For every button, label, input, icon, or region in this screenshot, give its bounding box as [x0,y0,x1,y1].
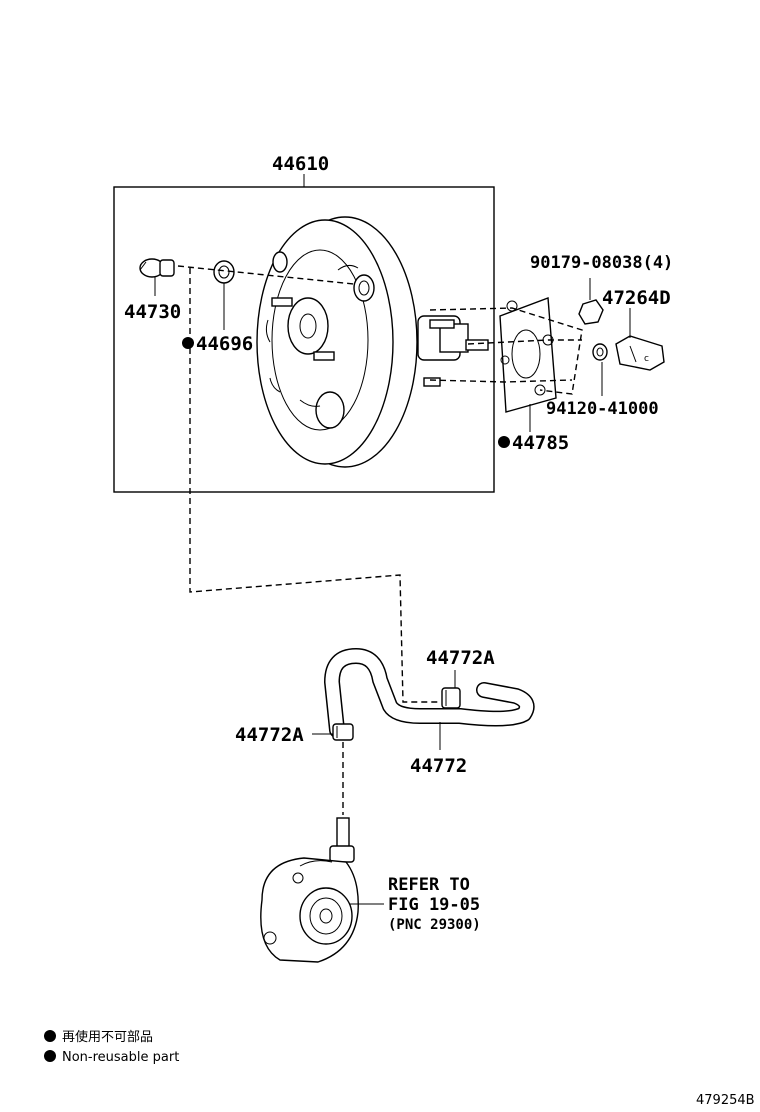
part-label-clip-nut[interactable]: 94120-41000 [546,399,659,419]
legend-english: Non-reusable part [62,1050,179,1065]
alignment-dashed-gasket-3 [429,379,573,383]
reference-line-1: REFER TO [388,875,470,895]
vacuum-pump-part [260,817,359,963]
part-label-booster-assembly[interactable]: 44610 [272,153,329,175]
check-valve-part [139,258,175,278]
non-reusable-marker-grommet [182,337,194,349]
part-label-gasket[interactable]: 44785 [512,432,569,454]
nut-part [578,299,604,325]
figure-id: 479254B [696,1093,755,1108]
filled-circle-icon [44,1050,56,1062]
clip-bracket-part: c [615,335,665,371]
svg-text:c: c [644,354,649,364]
reference-line-2[interactable]: FIG 19-05 [388,895,480,915]
gasket-part [499,297,557,413]
part-label-hose-clamp-upper[interactable]: 44772A [426,647,495,669]
non-reusable-marker-gasket [498,436,510,448]
reference-line-3: (PNC 29300) [388,917,481,933]
alignment-dashed-gasket-2 [467,339,582,345]
hose-clamp-upper-part [441,687,461,709]
legend-japanese: 再使用不可部品 [62,1029,153,1045]
clip-nut-part [592,343,608,361]
part-label-clip-bracket[interactable]: 47264D [602,287,671,309]
grommet-part [213,260,235,284]
part-label-grommet[interactable]: 44696 [196,333,253,355]
part-label-nut[interactable]: 90179-08038(4) [530,253,673,273]
brake-booster-body [256,216,489,468]
part-label-hose[interactable]: 44772 [410,755,467,777]
hose-clamp-lower-part [332,723,354,741]
alignment-dashed-route [189,268,440,703]
vacuum-hose-part [324,648,535,738]
alignment-dashed-gasket [429,307,583,395]
filled-circle-icon [44,1030,56,1042]
part-label-hose-clamp-lower[interactable]: 44772A [235,724,304,746]
part-label-check-valve[interactable]: 44730 [124,301,181,323]
